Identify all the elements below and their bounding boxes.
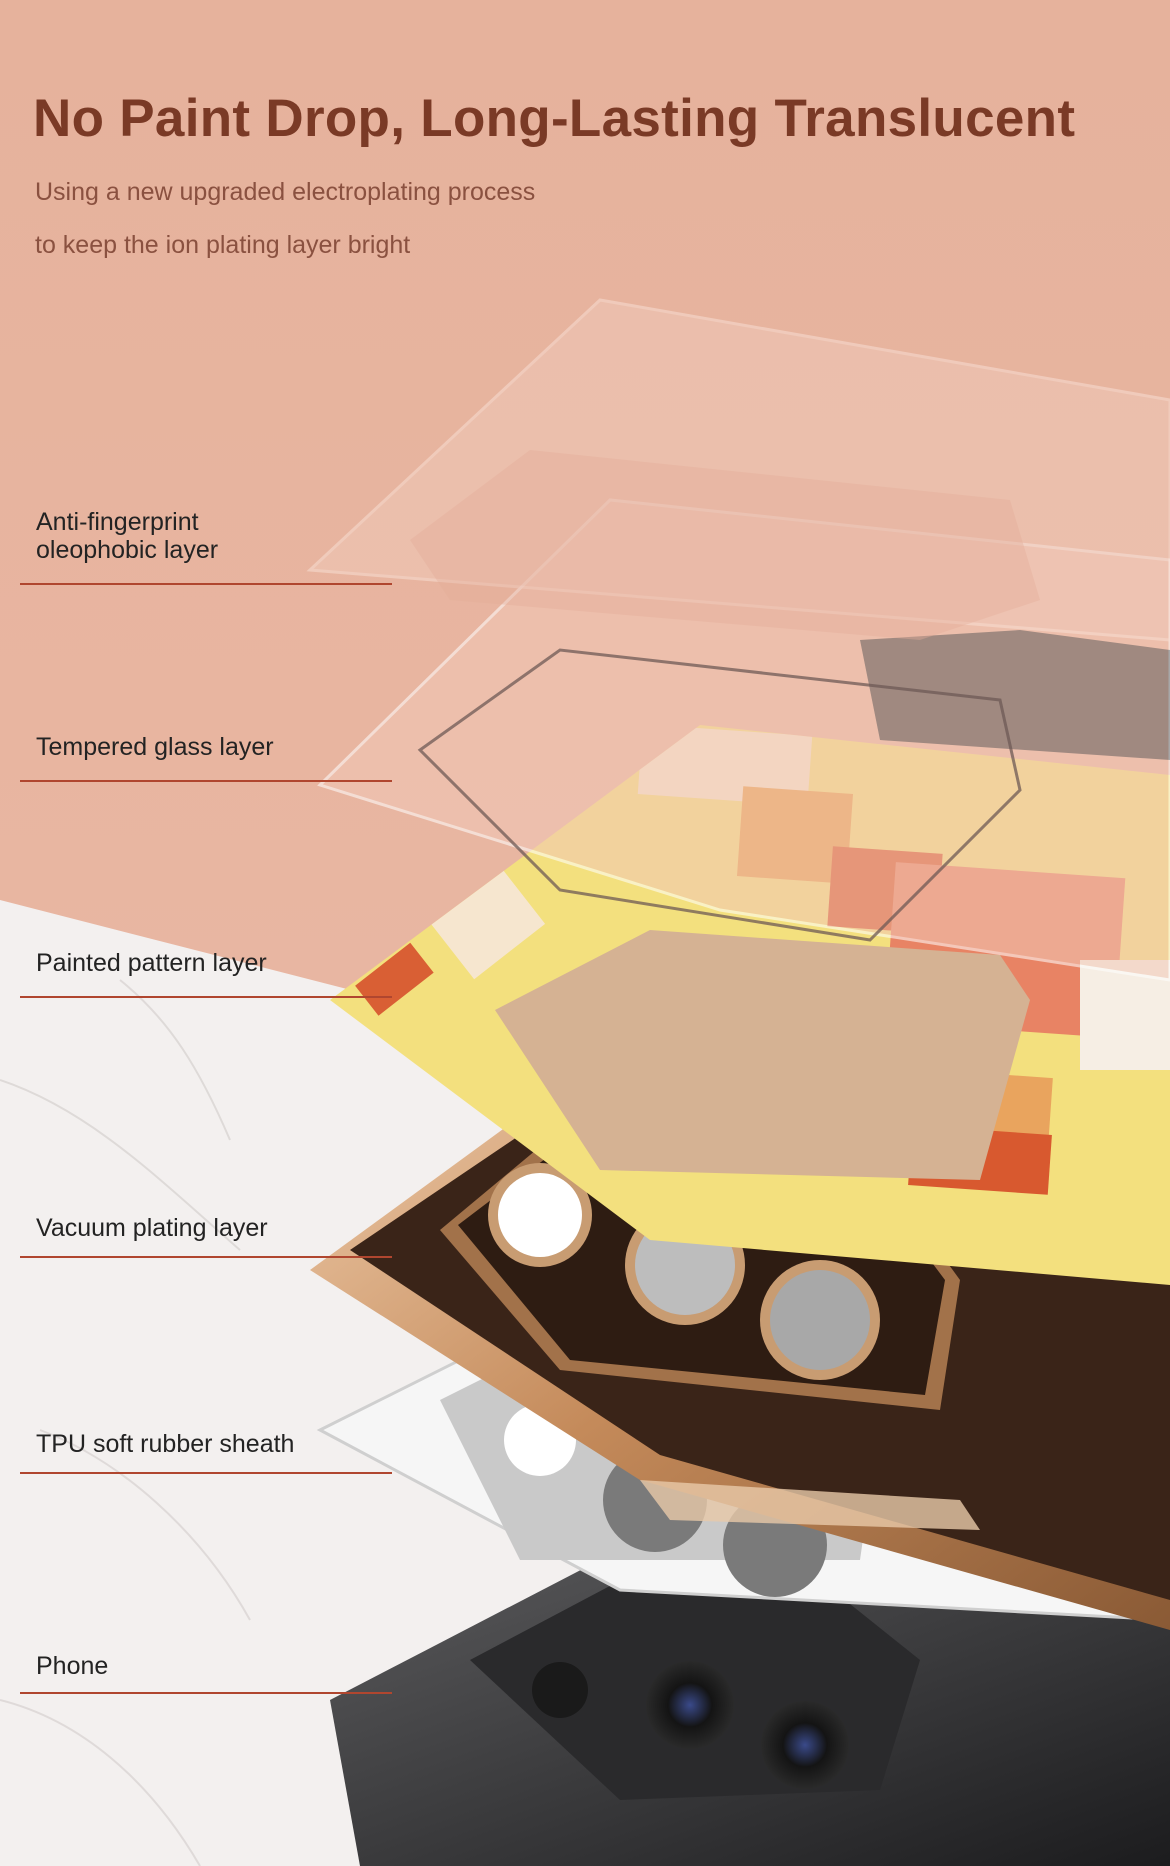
page-title: No Paint Drop, Long-Lasting Translucent (33, 89, 1076, 148)
layer-label-line: Anti-fingerprint (36, 508, 199, 536)
phone-lens-icon (646, 1661, 734, 1749)
layer-label-line: Tempered glass layer (36, 733, 274, 761)
leader-line (20, 583, 392, 585)
layer-label-painted-pattern: Painted pattern layer (36, 949, 267, 977)
phone-lens-icon (761, 1701, 849, 1789)
layer-label-tempered-glass: Tempered glass layer (36, 733, 274, 761)
layer-label-phone: Phone (36, 1652, 108, 1680)
anti-fingerprint-illustration (306, 298, 1170, 642)
leader-line (20, 780, 392, 782)
layer-label-vacuum-plating: Vacuum plating layer (36, 1214, 268, 1242)
layer-label-line: TPU soft rubber sheath (36, 1430, 295, 1458)
layer-label-tpu-sheath: TPU soft rubber sheath (36, 1430, 294, 1458)
subtitle-line-2: to keep the ion plating layer bright (35, 231, 411, 259)
layer-label-line: Painted pattern layer (36, 949, 267, 977)
subtitle-line-1: Using a new upgraded electroplating proc… (35, 178, 536, 206)
layer-label-line: Phone (36, 1652, 109, 1680)
leader-line (20, 996, 392, 998)
leader-line (20, 1256, 392, 1258)
layer-label-line: oleophobic layer (36, 536, 219, 564)
phone-illustration (330, 1560, 1170, 1866)
leader-line (20, 1692, 392, 1694)
marble-veins (0, 979, 251, 1866)
layer-label-anti-fingerprint: Anti-fingerprint oleophobic layer (36, 508, 218, 564)
leader-line (20, 1472, 392, 1474)
layer-label-line: Vacuum plating layer (36, 1214, 268, 1242)
